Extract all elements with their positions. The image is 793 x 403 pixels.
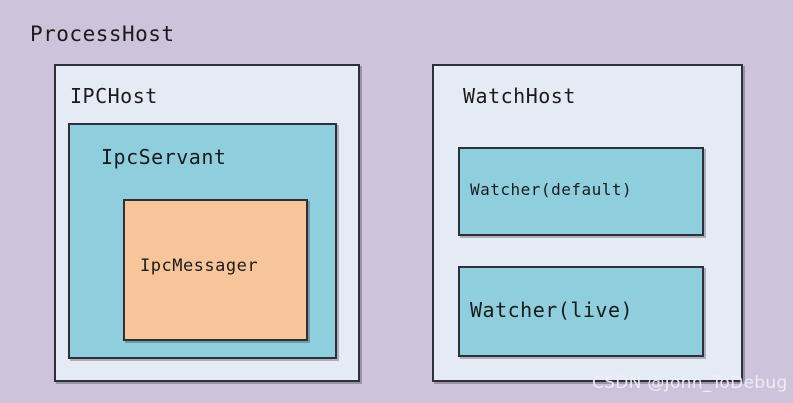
ipc-host-label: IPCHost [70, 84, 158, 108]
watcher-default-label: Watcher(default) [470, 180, 633, 199]
watcher-live-label: Watcher(live) [470, 298, 634, 322]
watcher-live-box [458, 266, 704, 357]
ipc-messager-label: IpcMessager [140, 256, 259, 276]
ipc-messager-box [123, 199, 308, 341]
ipc-servant-label: IpcServant [101, 145, 227, 169]
watcher-default-box [458, 147, 704, 236]
watch-host-label: WatchHost [463, 84, 576, 108]
process-host-label: ProcessHost [30, 22, 175, 46]
